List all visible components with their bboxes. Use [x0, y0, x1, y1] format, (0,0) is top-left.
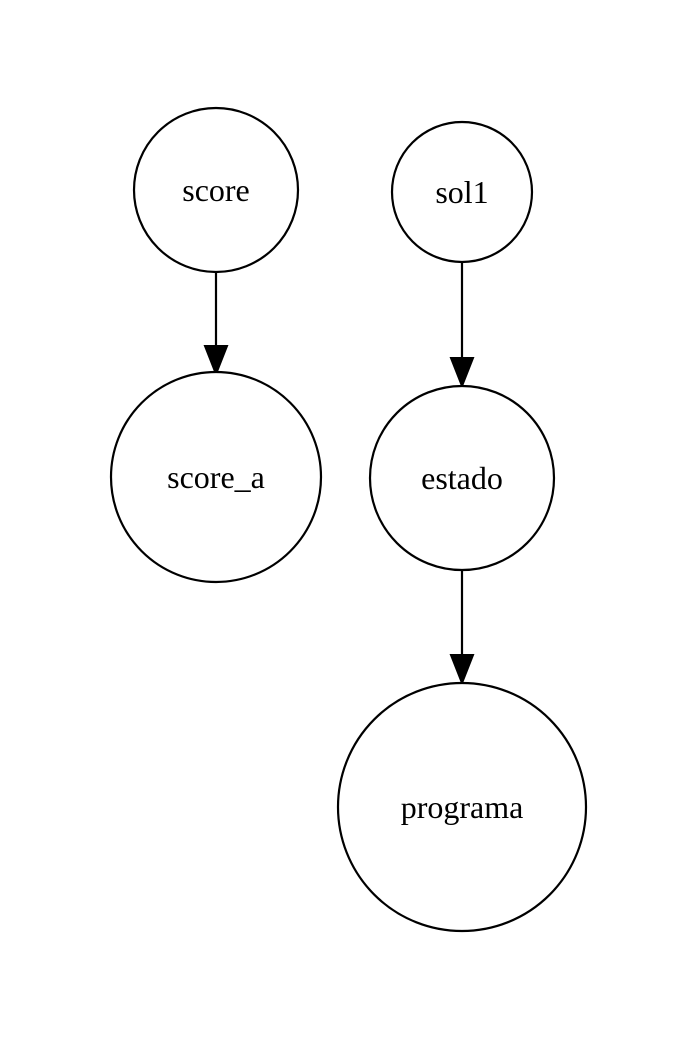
node-score: score — [132, 106, 300, 274]
edge-score-to-score_a — [203, 272, 229, 377]
node-score_a: score_a — [109, 370, 323, 584]
node-estado: estado — [368, 384, 556, 572]
node-label-programa: programa — [401, 789, 524, 825]
edge-estado-to-programa — [449, 570, 475, 686]
node-label-score: score — [182, 172, 250, 208]
node-label-estado: estado — [421, 460, 503, 496]
edge-sol1-to-estado — [449, 262, 475, 389]
node-label-score_a: score_a — [167, 459, 265, 495]
node-programa: programa — [336, 681, 588, 933]
node-label-sol1: sol1 — [435, 174, 488, 210]
node-sol1: sol1 — [390, 120, 534, 264]
